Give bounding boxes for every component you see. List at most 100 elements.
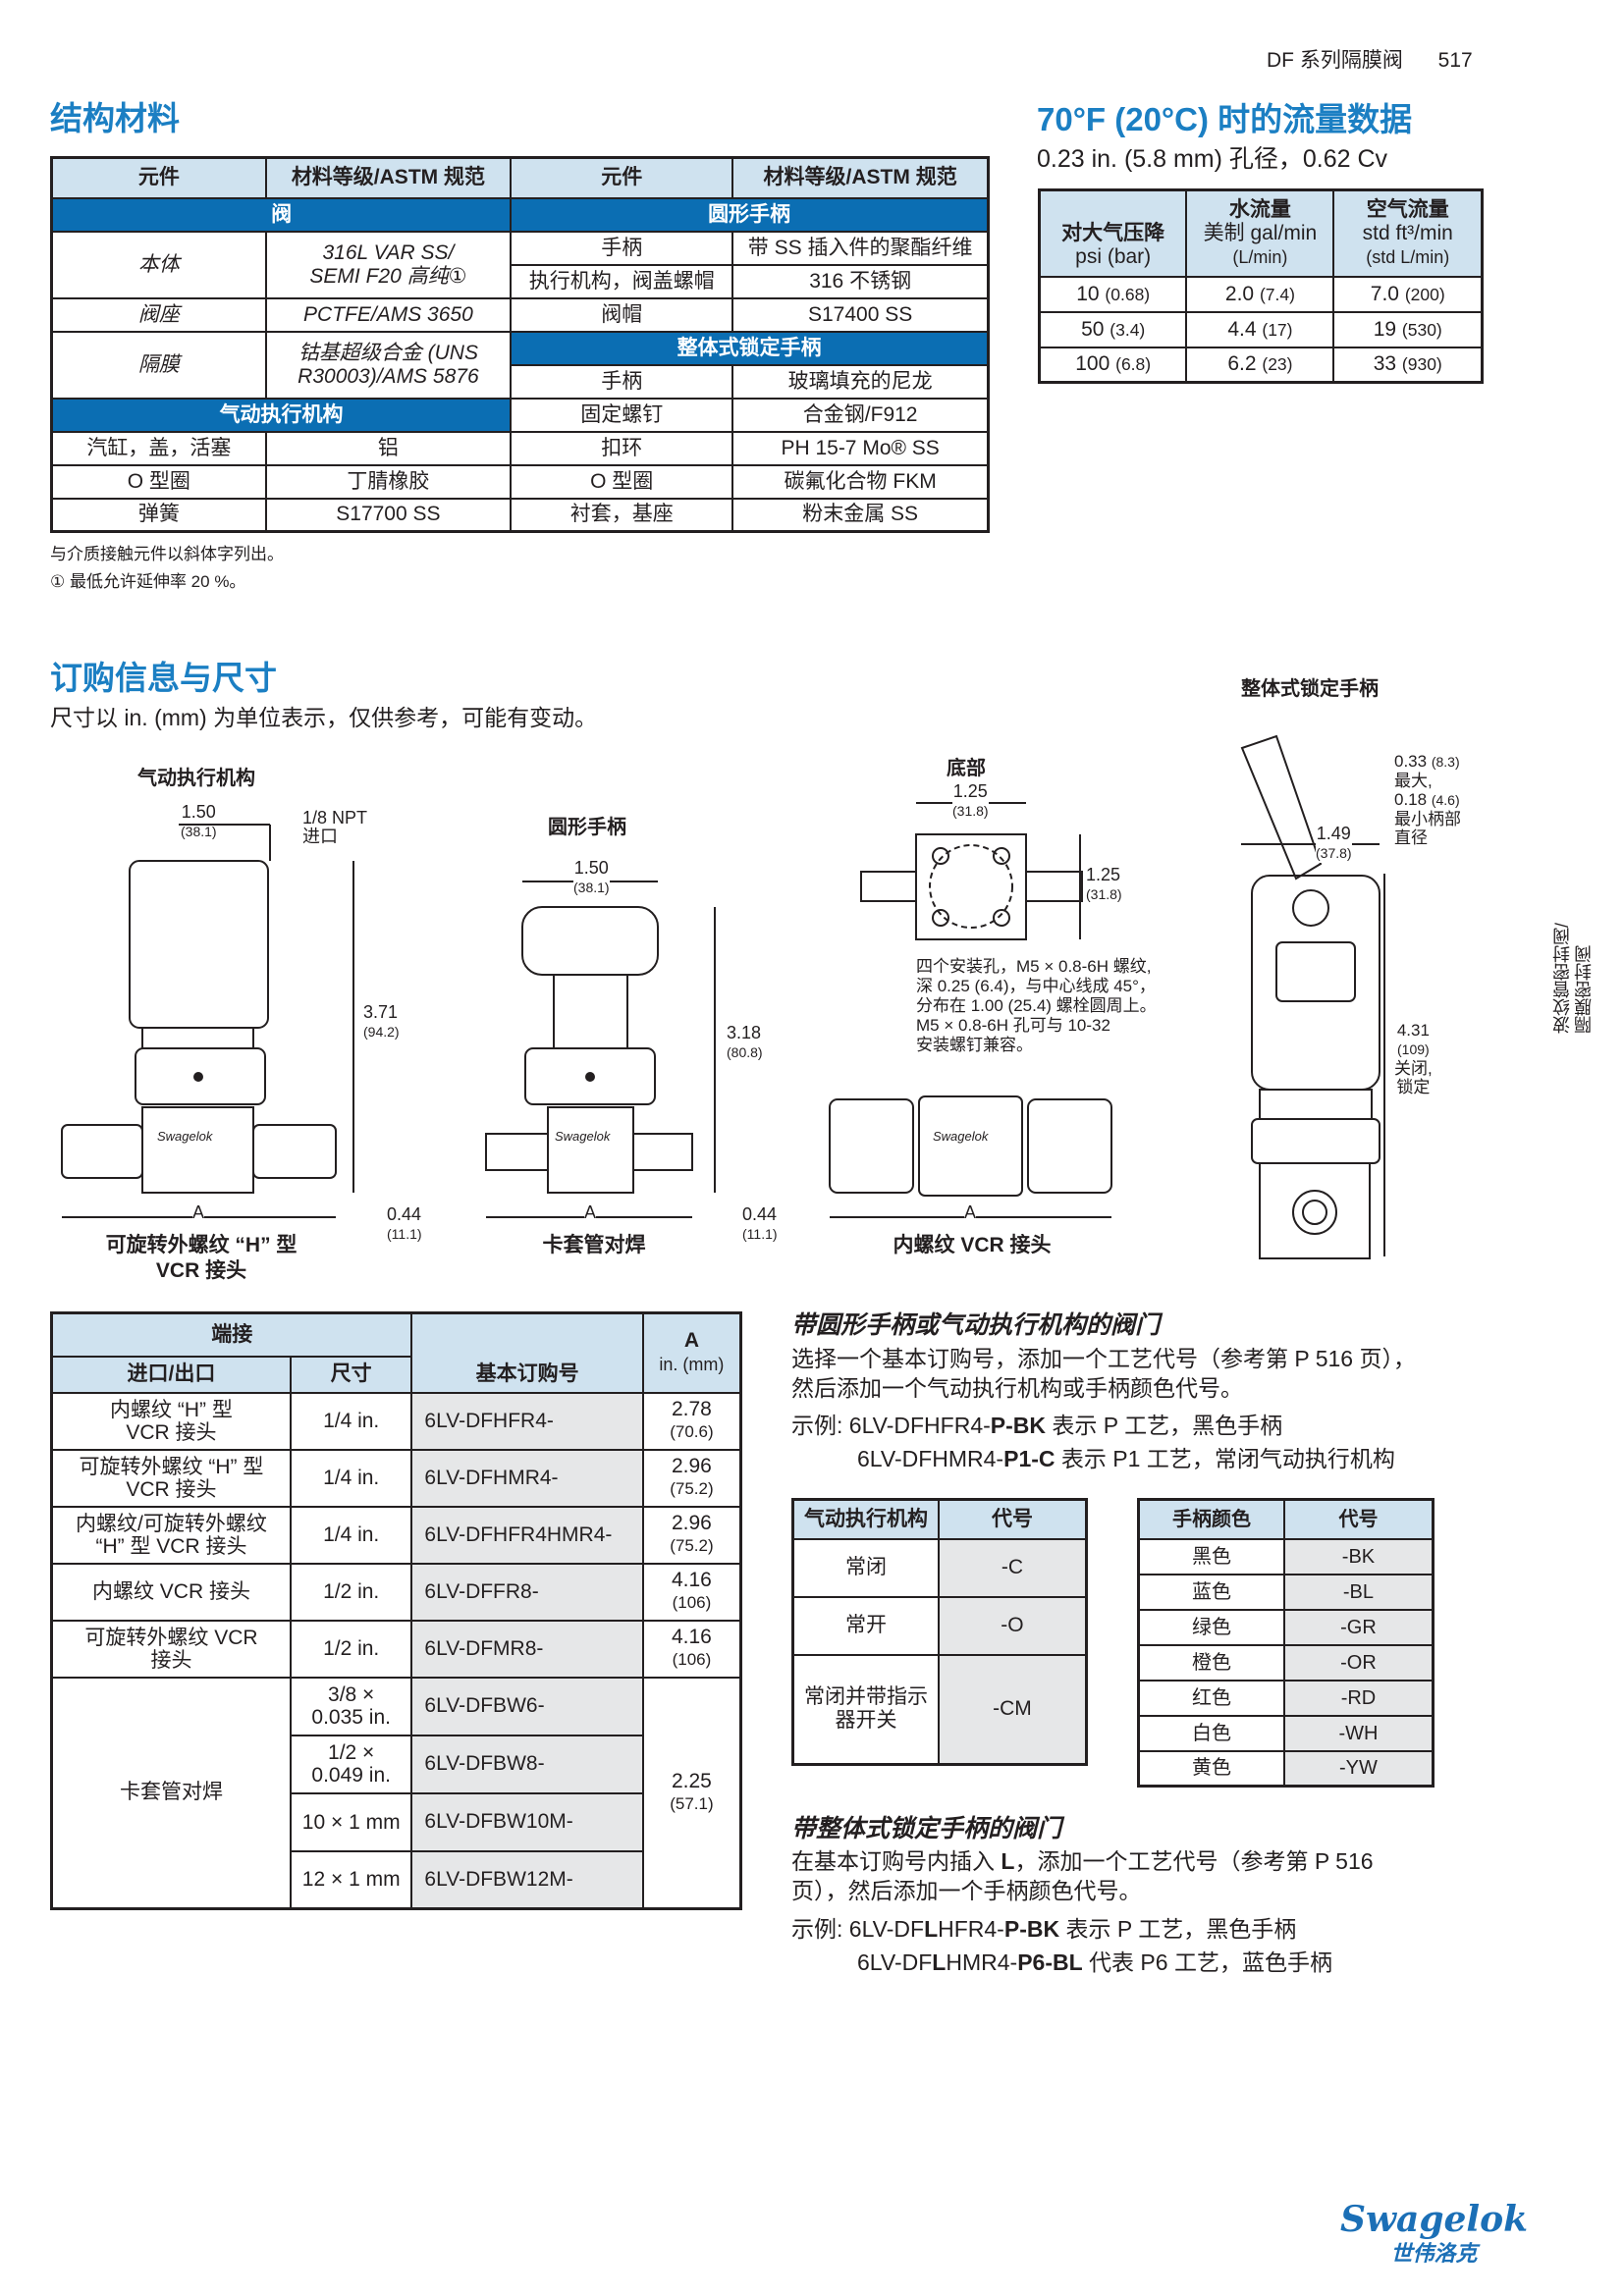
text: 3.71 bbox=[363, 1002, 399, 1022]
text: 尺寸 bbox=[289, 1355, 413, 1394]
text: 10 × 1 mm bbox=[289, 1791, 413, 1852]
text: 2.25 bbox=[671, 1769, 712, 1792]
text: 316L VAR SS/ bbox=[322, 240, 455, 264]
running-header: DF 系列隔膜阀 517 bbox=[1267, 44, 1473, 74]
footnote-elongation: ① 最低允许延伸率 20 %。 bbox=[50, 572, 246, 591]
text: 对大气压降 bbox=[1061, 221, 1165, 244]
bottom-view-drawing bbox=[860, 802, 1083, 940]
band-lock-handle: 整体式锁定手柄 bbox=[510, 330, 990, 366]
text: HMR4- bbox=[946, 1949, 1018, 1975]
text: (94.2) bbox=[363, 1024, 400, 1040]
text: (31.8) bbox=[1086, 886, 1122, 902]
text: 6LV-DFBW10M- bbox=[410, 1791, 644, 1852]
text: 表示 P1 工艺，常闭气动执行机构 bbox=[1055, 1446, 1395, 1471]
text: L bbox=[932, 1949, 947, 1975]
text: -GR bbox=[1282, 1608, 1435, 1646]
text: 1/4 in. bbox=[289, 1448, 413, 1508]
col-header: 材料等级/ASTM 规范 bbox=[731, 156, 990, 199]
text: 内螺纹 “H” 型 VCR 接头 bbox=[50, 1391, 292, 1451]
part: 手柄 bbox=[510, 363, 734, 400]
text: 常闭并带指示器开关 bbox=[791, 1653, 940, 1766]
text: 基本订购号 bbox=[410, 1311, 644, 1394]
pneumatic-valve-drawing bbox=[61, 824, 354, 1220]
text: (11.1) bbox=[742, 1226, 778, 1242]
text: Swagelok bbox=[933, 1129, 989, 1144]
mounting-note: 四个安装孔，M5 × 0.8-6H 螺纹,深 0.25 (6.4)，与中心线成 … bbox=[916, 957, 1157, 1055]
text: 分布在 1.00 (25.4) 螺栓圆周上。 bbox=[916, 996, 1157, 1015]
text: 可旋转外螺纹 “H” 型 VCR 接头 bbox=[50, 1448, 292, 1508]
text: (80.8) bbox=[727, 1044, 763, 1060]
text: 0.18 bbox=[1394, 790, 1428, 809]
text: 4.4 bbox=[1227, 317, 1257, 341]
text: 四个安装孔，M5 × 0.8-6H 螺纹, bbox=[916, 957, 1152, 976]
table-row: 100 (6.8)6.2 (23)33 (930) bbox=[1038, 346, 1484, 384]
flow-title: 70°F (20°C) 时的流量数据 bbox=[1037, 101, 1413, 137]
text: 直径 bbox=[1394, 828, 1428, 847]
text: 隔膜密封阀 bbox=[1574, 945, 1594, 1035]
swagelok-mark: Swagelok bbox=[157, 1127, 213, 1146]
footnote-wetted: 与介质接触元件以斜体字列出。 bbox=[50, 545, 284, 563]
text: 3.18 bbox=[727, 1023, 762, 1042]
text: 黑色 bbox=[1137, 1537, 1285, 1575]
table-row: 50 (3.4)4.4 (17)19 (530) bbox=[1038, 310, 1484, 348]
part: 弹簧 bbox=[50, 497, 267, 533]
text: 最小柄部 bbox=[1394, 810, 1461, 828]
part-body: 本体 bbox=[50, 230, 267, 299]
text: 黄色 bbox=[1137, 1749, 1285, 1788]
text: (23) bbox=[1262, 354, 1293, 375]
text: -CM bbox=[937, 1653, 1088, 1766]
text: 1.49 bbox=[1316, 824, 1351, 843]
table-row: 黄色-YW bbox=[1137, 1749, 1435, 1788]
text: (6.8) bbox=[1115, 354, 1152, 375]
pneumatic-title: 气动执行机构 bbox=[137, 768, 255, 789]
text: (57.1) bbox=[670, 1793, 714, 1813]
section-title-lock-handle: 带整体式锁定手柄的阀门 bbox=[791, 1815, 1062, 1842]
text: -BK bbox=[1282, 1537, 1435, 1575]
text: 锁定 bbox=[1396, 1078, 1431, 1096]
example-3: 示例: 6LV-DFLHFR4-P-BK 表示 P 工艺，黑色手柄 bbox=[791, 1913, 1296, 1946]
text: (70.6) bbox=[670, 1422, 714, 1441]
mat: 合金钢/F912 bbox=[731, 397, 990, 433]
text: 波纹管密封阀/ bbox=[1552, 923, 1572, 1035]
text: 6LV-DFMR8- bbox=[410, 1619, 644, 1679]
text: 进口 bbox=[302, 827, 338, 846]
text: 3/8 × 0.035 in. bbox=[289, 1676, 413, 1736]
col-header: 元件 bbox=[510, 156, 734, 199]
text: 美制 gal/min bbox=[1203, 221, 1318, 244]
text: (7.4) bbox=[1259, 284, 1295, 304]
table-row: 白色-WH bbox=[1137, 1714, 1435, 1752]
text: -O bbox=[937, 1595, 1088, 1656]
flow-subtitle: 0.23 in. (5.8 mm) 孔径，0.62 Cv bbox=[1037, 145, 1388, 173]
round-handle-valve-drawing bbox=[485, 881, 716, 1218]
text: 33 bbox=[1373, 352, 1397, 376]
npt-label: 1/8 NPT bbox=[302, 808, 368, 828]
text: 6LV-DFHMR4- bbox=[410, 1448, 644, 1508]
text: 6LV-DF bbox=[848, 1916, 925, 1942]
section-name: DF 系列隔膜阀 bbox=[1267, 49, 1403, 72]
side-tab: 波纹管密封阀/隔膜密封阀 bbox=[1551, 923, 1595, 1034]
text: A bbox=[584, 1202, 597, 1222]
text: (106) bbox=[672, 1650, 712, 1669]
text: VCR 接头 bbox=[155, 1259, 247, 1282]
table-row: 绿色-GR bbox=[1137, 1608, 1435, 1646]
text: 进口/出口 bbox=[50, 1355, 292, 1394]
text: (8.3) bbox=[1431, 754, 1460, 770]
text: 2.96 bbox=[671, 1455, 712, 1477]
table-row: 10 (0.68)2.0 (7.4)7.0 (200) bbox=[1038, 275, 1484, 313]
text: 气动执行机构 bbox=[791, 1498, 940, 1540]
text: 0.33 bbox=[1394, 752, 1428, 771]
text: 19 bbox=[1373, 317, 1397, 341]
ordering-subtitle: 尺寸以 in. (mm) 为单位表示，仅供参考，可能有变动。 bbox=[50, 705, 598, 730]
text: (L/min) bbox=[1232, 246, 1288, 267]
text: -C bbox=[937, 1537, 1088, 1598]
text: L bbox=[924, 1916, 939, 1942]
mat-body: 316L VAR SS/SEMI F20 高纯① bbox=[264, 230, 513, 299]
text: 4.31 bbox=[1396, 1021, 1430, 1040]
text: 安装螺钉兼容。 bbox=[916, 1036, 1033, 1054]
lock-title: 整体式锁定手柄 bbox=[1241, 678, 1379, 700]
text: 2.96 bbox=[671, 1512, 712, 1534]
